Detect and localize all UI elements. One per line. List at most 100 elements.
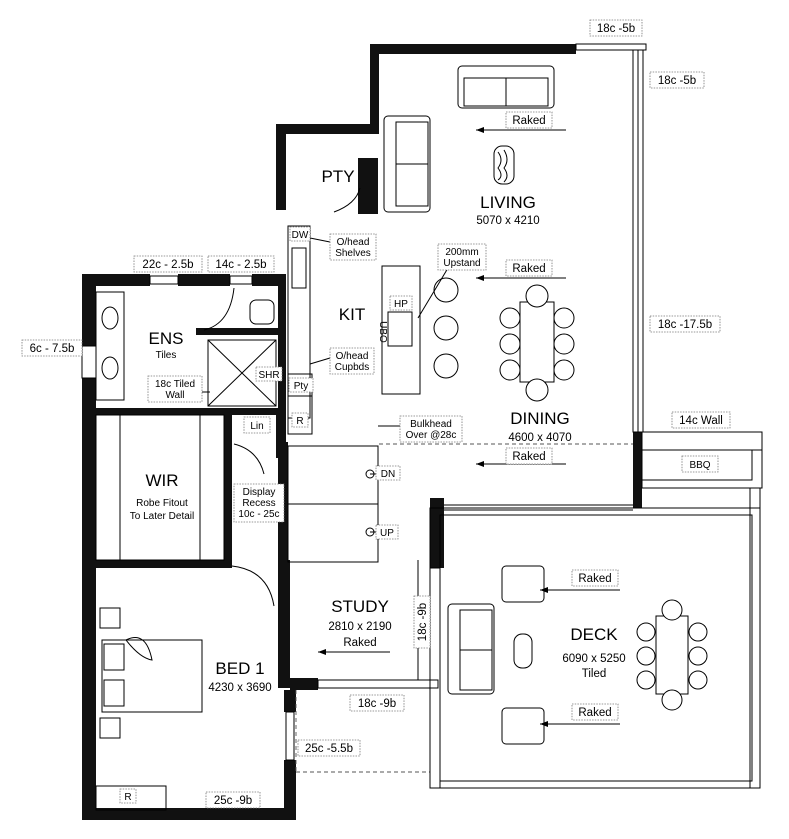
label-ohead-cupbds-2: Cupbds [335, 362, 369, 373]
window-ens-a [149, 275, 179, 285]
raked-label-deck-bottom: Raked [578, 707, 611, 719]
vanity [95, 291, 125, 401]
dim-bed-bottom-right: 25c -5.5b [305, 743, 353, 755]
raked-label-kitchen: Raked [512, 263, 545, 275]
wall-pty-right [358, 158, 378, 214]
label-bulkhead-2: Over @28c [406, 430, 457, 441]
window-ens-b [229, 275, 253, 285]
raked-label-living: Raked [512, 115, 545, 127]
wall-ens-top-a [82, 274, 150, 286]
wall-bottom [82, 808, 296, 820]
dim-study-vert: 18c -9b [417, 603, 429, 641]
coffee-table-living [493, 145, 515, 185]
window-study-bottom [317, 679, 439, 689]
basin-2 [101, 356, 119, 380]
room-bed1-size: 4230 x 3690 [208, 682, 271, 694]
deck-chair-top [501, 565, 545, 603]
wall-left-main [82, 378, 96, 812]
label-dn: DN [381, 469, 395, 480]
kitchen-stools [433, 277, 459, 379]
windows [81, 43, 647, 811]
dim-ens-top-left: 22c - 2.5b [142, 259, 193, 271]
wall-wir-right [224, 408, 232, 566]
room-ens-name: ENS [149, 329, 184, 348]
wall-bed-right-lower [284, 760, 296, 812]
dim-top-right-1: 18c -5b [597, 23, 635, 35]
wall-ens-top-b [178, 274, 230, 286]
deck-dining-table [636, 599, 708, 711]
dim-top-right-2: 18c -5b [658, 75, 696, 87]
label-shr: SHR [258, 370, 279, 381]
dashed-lines [295, 443, 633, 773]
room-wir-name: WIR [145, 471, 178, 490]
door-lin [233, 443, 265, 475]
dim-study-bottom: 18c -9b [358, 698, 396, 710]
room-dining-name: DINING [510, 409, 570, 428]
furniture [95, 65, 708, 745]
toilet [249, 299, 275, 325]
dim-right-mid: 18c -17.5b [658, 319, 712, 331]
room-wir-note1: Robe Fitout [136, 498, 188, 509]
dim-left: 6c - 7.5b [30, 343, 75, 355]
room-study-name: STUDY [331, 597, 389, 616]
room-bed1-name: BED 1 [215, 659, 264, 678]
room-ens-note: Tiles [156, 350, 177, 361]
label-upstand-1: 200mm [445, 247, 478, 258]
wall-living-top [370, 44, 576, 54]
wall-pty-top [276, 124, 379, 134]
room-deck-name: DECK [570, 625, 618, 644]
wall-study-bottom [290, 678, 318, 690]
wall-ens-mid [196, 328, 286, 335]
cooktop [387, 311, 413, 347]
label-r-bottom: R [124, 792, 131, 803]
room-study-size: 2810 x 2190 [328, 621, 391, 633]
room-living-size: 5070 x 4210 [476, 215, 539, 227]
dim-bottom: 25c -9b [214, 795, 252, 807]
dining-table [499, 284, 575, 402]
label-dw: DW [292, 230, 309, 241]
room-deck-note: Tiled [582, 668, 607, 680]
label-tiled-wall-1: 18c Tiled [155, 379, 195, 390]
door-ens [203, 287, 235, 331]
wall-wir-bottom [82, 560, 232, 568]
wall-ens-left-top [82, 274, 96, 346]
sofa-deck [447, 603, 495, 695]
raked-label-deck-top: Raked [578, 573, 611, 585]
label-r-fridge: R [296, 416, 303, 427]
wall-study-left [278, 560, 290, 688]
room-deck-size: 6090 x 5250 [562, 653, 625, 665]
label-up: UP [380, 528, 394, 539]
sofa-living-left [383, 115, 431, 213]
door-bed [231, 565, 275, 607]
label-display-2: Recess [242, 498, 275, 509]
sofa-living-top [457, 65, 555, 109]
bed [99, 607, 203, 739]
label-tiled-wall-2: Wall [165, 390, 184, 401]
room-wir-note2: To Later Detail [130, 511, 194, 522]
wall-ens-top-c [252, 274, 286, 286]
room-pty: PTY [321, 167, 354, 186]
window-left [81, 345, 97, 379]
dim-ens-top-right: 14c - 2.5b [215, 259, 266, 271]
wall-kitchen-ens [278, 286, 286, 442]
label-lin: Lin [250, 421, 263, 432]
room-study-note: Raked [343, 637, 376, 649]
label-display-1: Display [243, 487, 276, 498]
basin-1 [101, 306, 119, 330]
window-bed-right [285, 711, 295, 761]
label-ohead-cupbds-1: O/head [336, 351, 369, 362]
deck-coffee-table [513, 633, 533, 669]
label-ubo: UBO [377, 321, 388, 343]
label-display-3: 10c - 25c [238, 509, 279, 520]
label-14c-wall: 14c Wall [679, 415, 723, 427]
label-upstand-2: Upstand [443, 258, 480, 269]
deck-chair-bottom [501, 707, 545, 745]
raked-label-dining: Raked [512, 451, 545, 463]
wall-pty-left [276, 124, 286, 210]
label-ohead-shelves-2: Shelves [335, 248, 371, 259]
label-bbq: BBQ [689, 460, 710, 471]
window-bottom [95, 785, 167, 811]
window-top-right [575, 43, 647, 51]
label-hp: HP [394, 299, 408, 310]
